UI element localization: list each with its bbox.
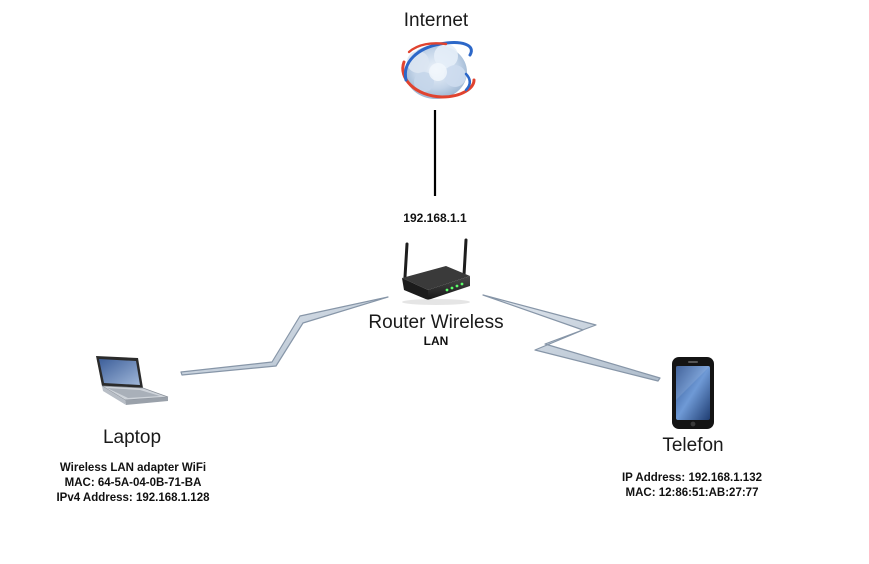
laptop-ipv4: IPv4 Address: 192.168.1.128 xyxy=(56,492,210,504)
router-sublabel: LAN xyxy=(423,334,449,348)
internet-label: Internet xyxy=(403,10,469,31)
laptop-details: Wireless LAN adapter WiFi MAC: 64-5A-04-… xyxy=(28,461,238,506)
wireless-link-phone xyxy=(482,294,661,382)
wireless-link-laptop xyxy=(180,296,389,376)
phone-details: IP Address: 192.168.1.132 MAC: 12:86:51:… xyxy=(592,471,792,501)
globe-cloud-icon xyxy=(401,41,476,99)
laptop-mac: MAC: 64-5A-04-0B-71-BA xyxy=(64,477,202,489)
phone-mac: MAC: 12:86:51:AB:27:77 xyxy=(625,487,759,499)
laptop-adapter: Wireless LAN adapter WiFi xyxy=(59,462,207,474)
laptop-icon xyxy=(96,356,169,405)
phone-ip: IP Address: 192.168.1.132 xyxy=(621,472,762,484)
laptop-label: Laptop xyxy=(102,427,162,448)
router-ip: 192.168.1.1 xyxy=(403,211,467,225)
wireless-router-icon xyxy=(402,238,470,305)
phone-label: Telefon xyxy=(662,435,724,456)
router-label: Router Wireless xyxy=(368,312,504,333)
smartphone-icon xyxy=(672,357,714,429)
